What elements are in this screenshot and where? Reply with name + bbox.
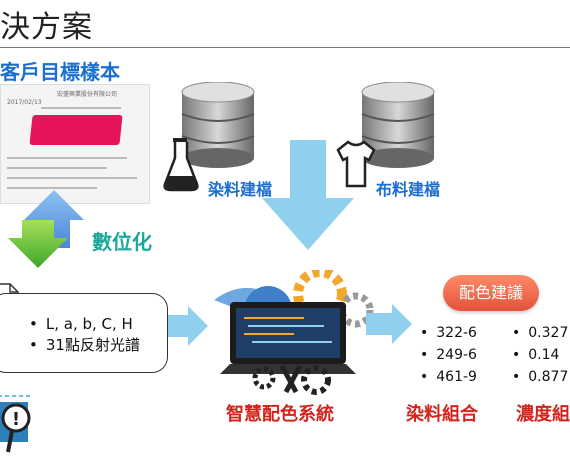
- digitize-arrows-icon: [8, 190, 84, 268]
- page-title: 決方案: [0, 10, 93, 45]
- dye-combo-item: 461-9: [420, 366, 477, 388]
- sample-heading: 客戶目標樣本: [0, 60, 120, 84]
- magnifier-icon: !: [0, 395, 31, 453]
- title-divider: [0, 47, 570, 48]
- suggestion-badge: 配色建議: [443, 275, 539, 311]
- concentration-label: 濃度組: [516, 404, 570, 425]
- doc-header-text: 宏盛興業股份有限公司: [57, 91, 118, 98]
- sample-document-image: 宏盛興業股份有限公司 2017/02/13: [0, 84, 150, 204]
- shirt-icon: [336, 140, 376, 188]
- concentration-item: 0.877: [512, 366, 568, 388]
- flask-icon: [163, 138, 199, 192]
- arrow-right-icon: [168, 306, 208, 346]
- doc-date-text: 2017/02/13: [7, 99, 42, 106]
- system-label: 智慧配色系統: [226, 404, 334, 425]
- arrow-down-icon: [262, 140, 354, 250]
- dye-combo-item: 322-6: [420, 322, 477, 344]
- property-item: 31點反射光譜: [29, 335, 140, 356]
- concentration-item: 0.14: [512, 344, 568, 366]
- dye-combo-item: 249-6: [420, 344, 477, 366]
- dye-database-label: 染料建檔: [208, 180, 273, 199]
- color-properties-box: L, a, b, C, H 31點反射光譜: [0, 293, 168, 373]
- fabric-swatch: [29, 115, 123, 145]
- dye-combo-list: 322-6 249-6 461-9: [420, 322, 477, 388]
- property-item: L, a, b, C, H: [29, 314, 140, 335]
- database-icon: [181, 82, 255, 168]
- concentration-list: 0.327 0.14 0.877: [512, 322, 568, 388]
- concentration-item: 0.327: [512, 322, 568, 344]
- digitize-label: 數位化: [92, 230, 152, 254]
- database-icon: [361, 82, 435, 168]
- dye-combo-label: 染料組合: [406, 404, 478, 425]
- arrow-right-icon: [366, 304, 412, 344]
- fabric-database-label: 布料建檔: [376, 180, 441, 199]
- svg-text:!: !: [12, 409, 20, 430]
- smart-system-icon: [214, 270, 374, 395]
